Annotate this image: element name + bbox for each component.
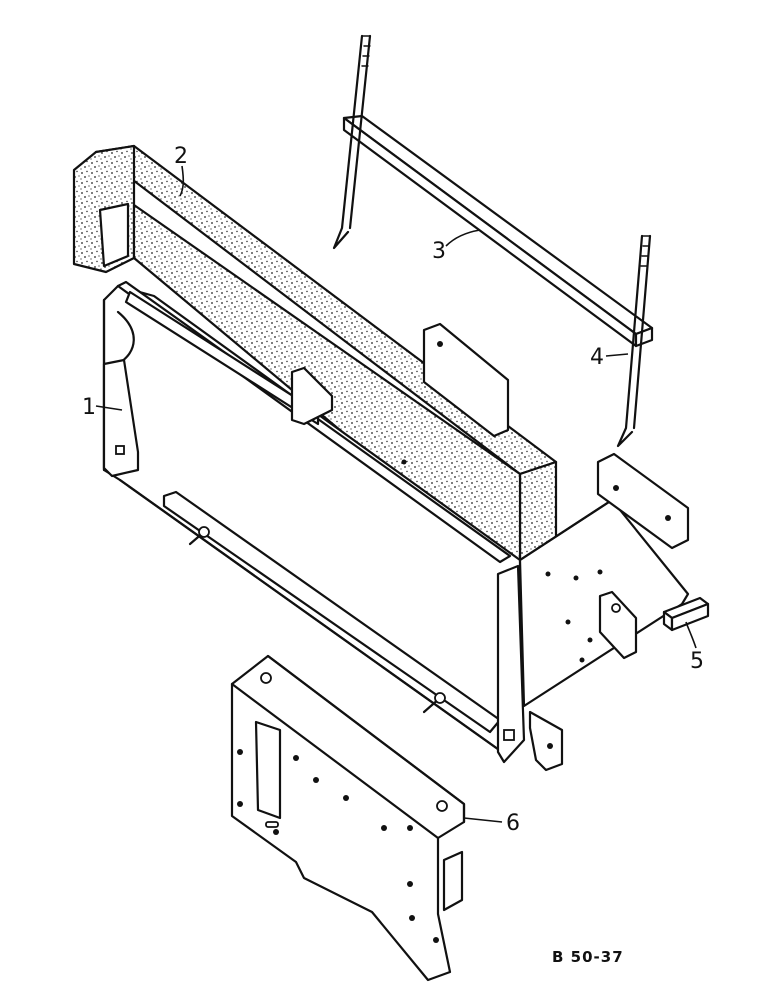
- hold-down-bar-part-3: [342, 114, 654, 348]
- callout-2: 2: [174, 144, 188, 169]
- callout-3: 3: [432, 239, 446, 264]
- mounting-plate-part-6: [230, 654, 466, 982]
- callout-6: 6: [506, 811, 520, 836]
- j-bolt-right-part-4: [616, 234, 652, 448]
- spacer-block-part-5: [662, 596, 710, 632]
- callout-5: 5: [690, 649, 704, 674]
- callout-4: 4: [590, 345, 604, 370]
- j-bolt-left-part-4: [332, 34, 372, 250]
- leader-lines: [95, 165, 697, 823]
- stud-right: [422, 692, 446, 714]
- callout-1: 1: [82, 395, 96, 420]
- reference-code: B 50-37: [552, 948, 624, 966]
- battery-tray-part-1: [102, 280, 690, 772]
- stud-left: [188, 526, 210, 546]
